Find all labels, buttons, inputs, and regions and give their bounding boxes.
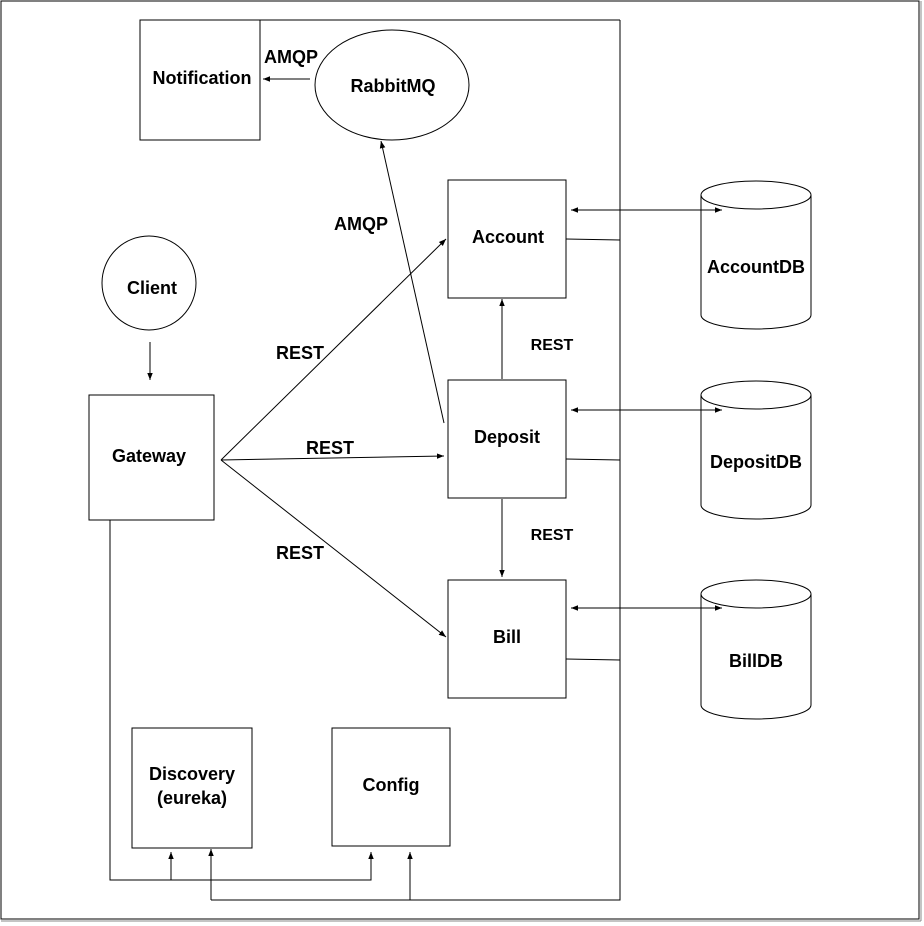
edge-label-rest-account: REST: [276, 343, 324, 363]
config-label: Config: [363, 775, 420, 795]
edge-gateway-to-deposit: [220, 453, 445, 461]
discovery-sublabel: (eureka): [157, 788, 227, 808]
edge-label-rest-deposit-bill: REST: [531, 527, 574, 544]
notification-label: Notification: [153, 68, 252, 88]
edge-deposit-to-rabbitmq: [379, 140, 445, 424]
edge-gateway-to-account: [220, 238, 447, 461]
edge-label-rest-deposit: REST: [306, 438, 354, 458]
account-db-label: AccountDB: [707, 257, 805, 277]
discovery-label: Discovery: [149, 764, 235, 784]
client-node: Client: [101, 235, 197, 331]
edge-gateway-to-config: [109, 520, 374, 881]
gateway-label: Gateway: [112, 446, 186, 466]
edge-label-rest-bill: REST: [276, 543, 324, 563]
config-node: Config: [331, 727, 451, 847]
bill-boundary-link: [565, 658, 621, 661]
deposit-db-label: DepositDB: [710, 452, 802, 472]
deposit-boundary-link: [565, 458, 621, 461]
discovery-node: Discovery (eureka): [131, 727, 253, 849]
edge-label-amqp-notification: AMQP: [264, 47, 318, 67]
client-label: Client: [127, 278, 177, 298]
edge-label-amqp-deposit: AMQP: [334, 214, 388, 234]
account-label: Account: [472, 227, 544, 247]
account-db-node: AccountDB: [700, 180, 812, 330]
rabbitmq-label: RabbitMQ: [351, 76, 436, 96]
bill-db-label: BillDB: [729, 651, 783, 671]
edge-label-rest-deposit-account: REST: [531, 337, 574, 354]
account-boundary-link: [565, 238, 621, 241]
deposit-node: Deposit: [447, 379, 567, 499]
deposit-db-node: DepositDB: [700, 380, 812, 520]
bill-label: Bill: [493, 627, 521, 647]
gateway-node: Gateway: [88, 394, 215, 521]
deposit-label: Deposit: [474, 427, 540, 447]
rabbitmq-node: RabbitMQ: [314, 29, 470, 141]
edge-gateway-to-bill: [220, 459, 447, 638]
account-node: Account: [447, 179, 567, 299]
bill-node: Bill: [447, 579, 567, 699]
bill-db-node: BillDB: [700, 579, 812, 720]
service-boundary: [211, 20, 621, 901]
notification-node: Notification: [139, 19, 261, 141]
